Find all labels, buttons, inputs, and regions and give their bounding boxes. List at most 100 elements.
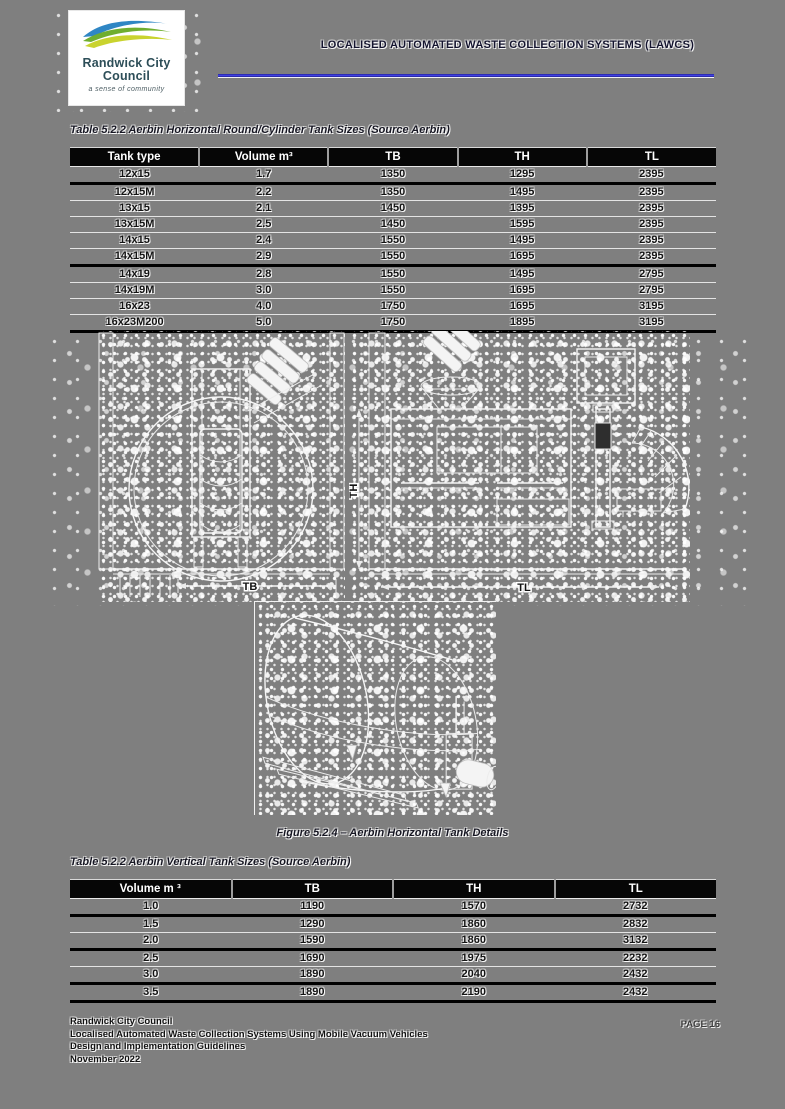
table-row: 2.0 1590 1860 3132	[70, 933, 716, 950]
table-cell: 3.5	[143, 986, 159, 998]
footer-line-system: Localised Automated Waste Collection Sys…	[70, 1028, 428, 1040]
footer-line-guidelines: Design and Implementation Guidelines	[70, 1041, 246, 1052]
column-header: TL	[586, 147, 716, 167]
table-cell: 3.0	[143, 968, 159, 980]
column-header: Volume m ³	[70, 879, 233, 899]
table-cell: 2395	[639, 186, 664, 198]
tank-end-view-drawing: TB	[98, 331, 345, 602]
table-cell: 1890	[300, 968, 325, 980]
table-cell: 2.0	[143, 934, 159, 946]
table-cell: 2395	[639, 202, 664, 214]
council-tagline: a sense of community	[88, 86, 165, 93]
table-cell: 16x23M200	[105, 316, 164, 328]
table-cell: 4.0	[256, 300, 272, 312]
tank-isometric-drawing	[254, 601, 496, 815]
table-cell: 2.5	[256, 218, 272, 230]
table-cell: 2.4	[256, 234, 272, 246]
table-cell: 2795	[639, 284, 664, 296]
table-cell: 14x19	[119, 268, 150, 280]
table-cell: 3195	[639, 300, 664, 312]
table-row: 14x19M 3.0 1550 1695 2795	[70, 283, 716, 299]
table-cell: 14x19M	[114, 284, 155, 296]
council-name-line1: Randwick City	[82, 56, 171, 70]
table-cell: 16x23	[119, 300, 150, 312]
page-number: PAGE 16	[680, 1019, 720, 1030]
table-cell: 1750	[380, 300, 406, 312]
figure-caption: Figure 5.2.4 – Aerbin Horizontal Tank De…	[276, 827, 509, 839]
table-cell: 1750	[380, 316, 406, 328]
title-rule	[218, 74, 714, 78]
table-cell: 1550	[380, 284, 406, 296]
table-cell: 2395	[639, 168, 664, 180]
table-cell: 1495	[509, 186, 535, 198]
table-cell: 1590	[300, 934, 325, 946]
table-cell: 2432	[623, 968, 648, 980]
table-cell: 1450	[380, 202, 406, 214]
table-cell: 1860	[461, 918, 486, 930]
table-cell: 2432	[623, 986, 648, 998]
table1-caption: Table 5.2.2 Aerbin Horizontal Round/Cyli…	[70, 124, 450, 136]
table-cell: 1895	[509, 316, 535, 328]
council-waves-icon	[77, 16, 177, 57]
table-cell: 1.5	[143, 918, 159, 930]
column-header: TH	[393, 879, 556, 899]
document-title: LOCALISED AUTOMATED WASTE COLLECTION SYS…	[320, 39, 695, 51]
column-header: TH	[457, 147, 588, 167]
table-cell: 13x15	[119, 202, 150, 214]
table-cell: 3132	[623, 934, 648, 946]
footer-line-date: November 2022	[70, 1053, 141, 1065]
table-cell: 2.2	[256, 186, 272, 198]
table-cell: 1350	[380, 168, 406, 180]
table-cell: 2190	[461, 986, 486, 998]
table-cell: 2.8	[256, 268, 272, 280]
table-cell: 2732	[623, 900, 648, 912]
table-cell: 1690	[300, 952, 325, 964]
table-cell: 2395	[639, 250, 664, 262]
table-cell: 1570	[461, 900, 486, 912]
table-cell: 2395	[639, 218, 664, 230]
table-cell: 2795	[639, 268, 664, 280]
table-cell: 1595	[509, 218, 535, 230]
table-cell: 12x15	[119, 168, 150, 180]
council-logo: Randwick City Council a sense of communi…	[68, 10, 185, 106]
column-header: Tank type	[70, 147, 201, 167]
table-cell: 2395	[639, 234, 664, 246]
table-cell: 1.7	[256, 168, 272, 180]
table-cell: 3.0	[256, 284, 272, 296]
footer-line-council: Randwick City Council	[70, 1016, 173, 1027]
table-cell: 1695	[509, 284, 535, 296]
table-cell: 2232	[623, 952, 648, 964]
column-header: TL	[554, 879, 716, 899]
table-cell: 14x15	[119, 234, 150, 246]
table-cell: 1495	[509, 234, 535, 246]
table-cell: 5.0	[256, 316, 272, 328]
table-cell: 1395	[509, 202, 535, 214]
table-cell: 1860	[461, 934, 486, 946]
table-cell: 1550	[380, 250, 406, 262]
table-cell: 13x15M	[114, 218, 155, 230]
dimension-label-tb: TB	[243, 581, 258, 593]
table-cell: 1190	[300, 900, 325, 912]
table-cell: 2.5	[143, 952, 159, 964]
table-cell: 1.0	[143, 900, 159, 912]
dimension-label-th: TH	[349, 484, 360, 499]
dimension-label-tl: TL	[517, 582, 531, 594]
table-cell: 2832	[623, 918, 648, 930]
